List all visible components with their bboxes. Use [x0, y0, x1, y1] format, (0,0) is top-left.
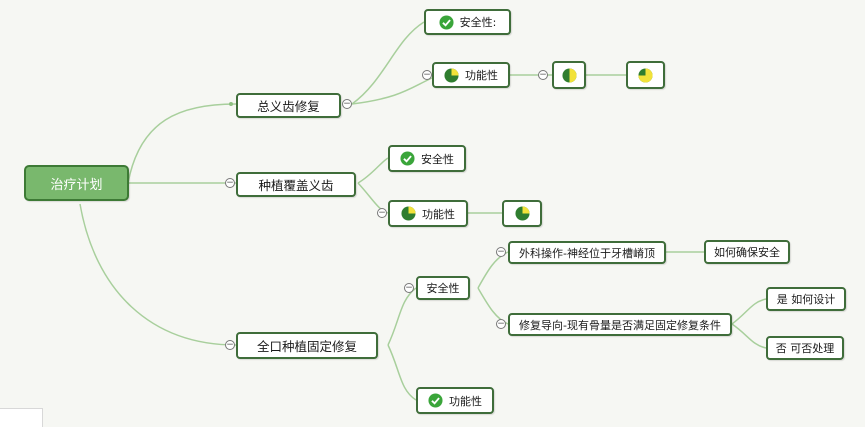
branch3-safety-node[interactable]: 安全性 [416, 276, 470, 300]
collapse-toggle-icon[interactable]: − [404, 283, 414, 293]
branch3-function-node[interactable]: 功能性 [416, 387, 494, 414]
branch3-safety-label: 安全性 [426, 282, 460, 295]
check-icon [439, 14, 454, 30]
progress-three-quarter-icon [638, 67, 653, 83]
branch1-safety-node[interactable]: 安全性: [424, 9, 511, 35]
canvas-corner-panel [0, 408, 43, 427]
progress-quarter-icon [401, 206, 416, 221]
ensure-safety-label: 如何确保安全 [714, 246, 780, 259]
collapse-toggle-icon[interactable]: − [422, 70, 432, 80]
collapse-toggle-icon[interactable]: − [496, 247, 506, 257]
root-node[interactable]: 治疗计划 [24, 165, 129, 201]
collapse-toggle-icon[interactable]: − [538, 70, 548, 80]
branch2-safety-label: 安全性 [421, 152, 454, 166]
branch-full-arch-fixed-label: 全口种植固定修复 [256, 339, 357, 354]
collapse-toggle-icon[interactable]: − [225, 178, 235, 188]
no-handle-node[interactable]: 否 可否处理 [766, 336, 844, 360]
branch2-safety-node[interactable]: 安全性 [388, 145, 466, 172]
yes-design-label: 是 如何设计 [776, 293, 836, 306]
surgery-label: 外科操作-神经位于牙槽嵴顶 [519, 246, 655, 260]
branch2-progress-node[interactable] [502, 200, 542, 227]
branch2-function-label: 功能性 [422, 207, 455, 221]
check-icon [428, 393, 443, 408]
no-handle-label: 否 可否处理 [775, 342, 835, 355]
branch1-progress-node-b[interactable] [626, 61, 665, 89]
branch1-progress-node-a[interactable] [552, 61, 586, 89]
branch1-function-node[interactable]: 功能性 [432, 62, 510, 88]
collapse-toggle-icon[interactable]: − [496, 319, 506, 329]
branch1-safety-label: 安全性: [459, 16, 497, 29]
branch-implant-overdenture[interactable]: 种植覆盖义齿 [236, 172, 356, 197]
root-label: 治疗计划 [50, 177, 103, 193]
restoration-node[interactable]: 修复导向-现有骨量是否满足固定修复条件 [508, 313, 732, 336]
collapse-toggle-icon[interactable]: − [377, 208, 387, 218]
check-icon [400, 151, 415, 166]
collapse-toggle-icon[interactable]: − [342, 99, 352, 109]
restoration-label: 修复导向-现有骨量是否满足固定修复条件 [519, 318, 721, 332]
branch2-function-node[interactable]: 功能性 [388, 200, 468, 227]
progress-quarter-icon [444, 67, 459, 83]
branch1-function-label: 功能性 [465, 69, 498, 82]
branch3-function-label: 功能性 [449, 394, 482, 408]
progress-quarter-icon [514, 206, 530, 221]
surgery-node[interactable]: 外科操作-神经位于牙槽嵴顶 [508, 241, 666, 264]
branch-complete-denture-label: 总义齿修复 [257, 99, 320, 114]
collapse-toggle-icon[interactable]: − [225, 340, 235, 350]
branch-complete-denture[interactable]: 总义齿修复 [236, 93, 341, 118]
branch-implant-overdenture-label: 种植覆盖义齿 [258, 178, 334, 193]
yes-design-node[interactable]: 是 如何设计 [766, 287, 846, 311]
progress-half-icon [561, 67, 577, 83]
ensure-safety-node[interactable]: 如何确保安全 [704, 240, 790, 264]
branch-full-arch-fixed[interactable]: 全口种植固定修复 [236, 332, 378, 359]
